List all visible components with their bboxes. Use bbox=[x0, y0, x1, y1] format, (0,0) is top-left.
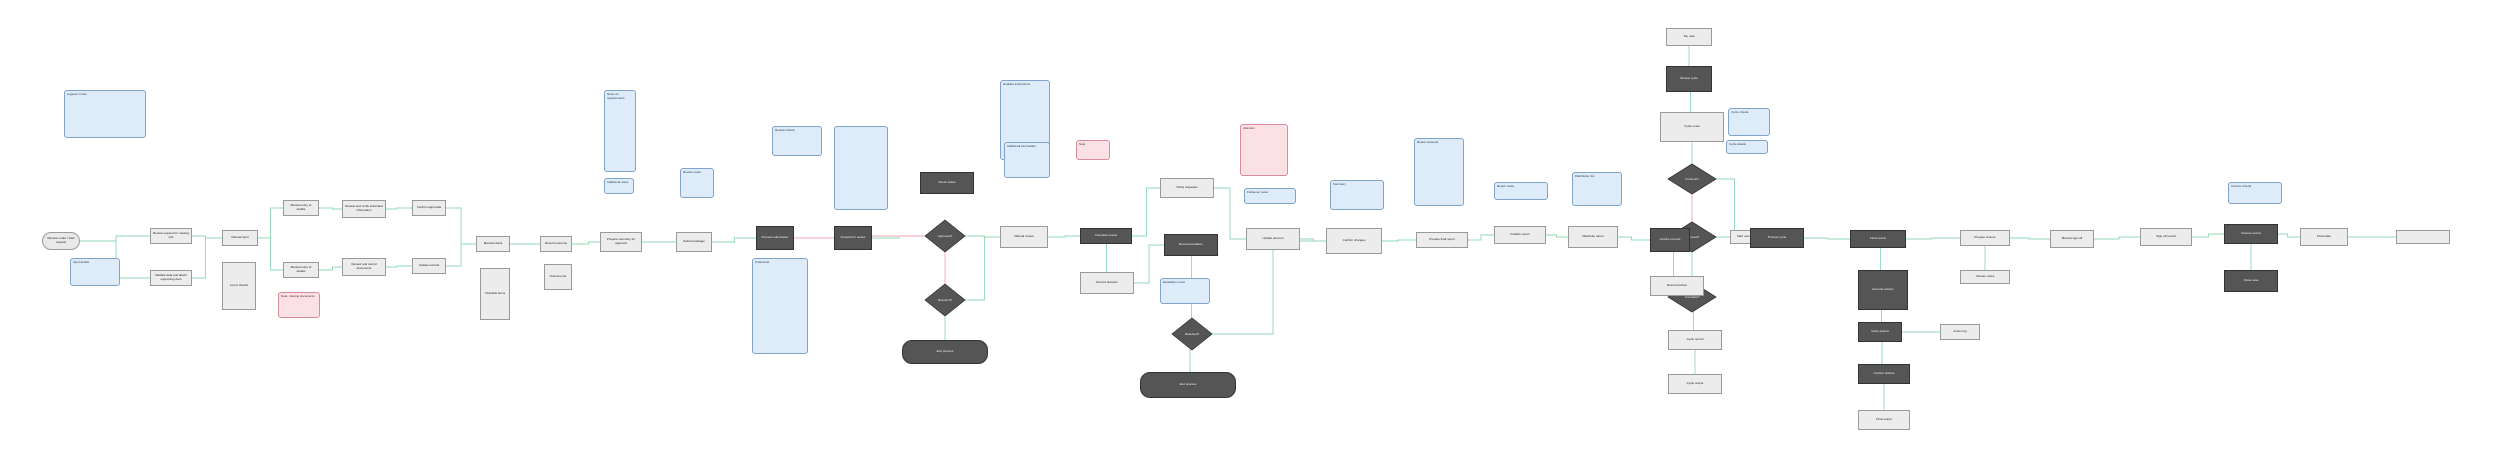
flow-node-p17[interactable]: Distribute report bbox=[1568, 226, 1618, 248]
flow-node-p25[interactable]: Prepare closure bbox=[1960, 230, 2010, 246]
flow-node-p1[interactable]: Review request for missing info bbox=[150, 228, 192, 244]
decision-node-dia4[interactable] bbox=[1667, 163, 1717, 195]
flow-node-pink2[interactable]: Note bbox=[1076, 140, 1110, 160]
flow-node-p26[interactable]: Closure notes bbox=[1960, 270, 2010, 284]
decision-label-dia2: Resubmit? bbox=[938, 298, 953, 302]
flow-node-p15[interactable]: Prepare final report bbox=[1416, 232, 1468, 248]
flow-node-dark12[interactable]: Confirm actions bbox=[1858, 364, 1910, 384]
flow-node-dark6[interactable]: Archive records bbox=[1650, 228, 1690, 252]
flow-node-blue10[interactable]: Summary bbox=[1330, 180, 1384, 210]
flow-node-p18[interactable]: Record archive bbox=[1650, 276, 1704, 296]
flow-edge bbox=[694, 237, 775, 243]
flow-node-dark4[interactable]: Complete review bbox=[1080, 228, 1132, 244]
flow-node-p9[interactable]: Submit package bbox=[676, 232, 712, 252]
flow-node-dark7[interactable]: Review cycle bbox=[1666, 66, 1712, 92]
flow-node-p8[interactable]: Prepare summary for approval bbox=[600, 232, 642, 252]
flow-node-dark10[interactable]: Execute actions bbox=[1858, 270, 1908, 310]
flow-node-blue5[interactable]: Criteria list bbox=[752, 258, 808, 354]
flow-node-p27[interactable]: Sign-off record bbox=[2140, 228, 2192, 246]
flow-node-p23[interactable]: Action log bbox=[1940, 324, 1980, 340]
flow-node-list2[interactable]: Checklist items bbox=[480, 268, 510, 320]
flow-node-p21[interactable]: Cycle record bbox=[1668, 330, 1722, 350]
flow-node-note_a[interactable]: Input details bbox=[70, 258, 120, 286]
flow-node-dark14[interactable]: Close case bbox=[2224, 270, 2278, 292]
flow-node-top1[interactable]: Top note bbox=[1666, 28, 1712, 46]
flow-node-p24[interactable]: Final output bbox=[1858, 410, 1910, 430]
decision-label-dia5: Approved? bbox=[1685, 235, 1700, 239]
decision-label-dia6: Complete? bbox=[1685, 295, 1700, 299]
flow-node-dark2[interactable]: Forward for review bbox=[834, 226, 872, 250]
flow-node-p14[interactable]: Confirm changes bbox=[1326, 228, 1382, 254]
flow-node-m3[interactable]: Manual entry of details bbox=[283, 262, 319, 278]
flow-node-m4[interactable]: Manual check bbox=[476, 236, 510, 252]
flow-node-m1[interactable]: Manual input bbox=[222, 230, 258, 246]
flow-node-p4[interactable]: Review and record documents bbox=[342, 258, 386, 276]
flow-node-m2[interactable]: Manual entry of details bbox=[283, 200, 319, 216]
flow-node-blue7[interactable]: Additional information bbox=[1004, 142, 1050, 178]
flow-node-p16[interactable]: Finalize report bbox=[1494, 226, 1546, 244]
flow-node-p5[interactable]: Confirm approvals bbox=[412, 200, 446, 216]
flow-node-blue12[interactable]: Report notes bbox=[1494, 182, 1548, 200]
flow-node-dark13[interactable]: Closure review bbox=[2224, 224, 2278, 244]
flow-node-blue16[interactable]: Closure criteria bbox=[2228, 182, 2282, 204]
flow-node-end1[interactable]: End process bbox=[902, 340, 988, 364]
flow-node-start[interactable]: Receive order / start request bbox=[42, 232, 80, 250]
flow-node-blue2[interactable]: Additional notes bbox=[604, 178, 634, 194]
flow-edges bbox=[61, 37, 2423, 420]
flow-node-p28[interactable]: Final state bbox=[2300, 228, 2348, 246]
decision-label-dia3: Resolved? bbox=[1185, 332, 1200, 336]
flow-node-p2[interactable]: Validate data and attach supporting docs bbox=[150, 270, 192, 286]
decision-label-dia1: Approved? bbox=[938, 234, 953, 238]
flow-node-blue14[interactable]: Cycle criteria bbox=[1728, 108, 1770, 136]
flow-node-blue13[interactable]: Distribution list bbox=[1572, 172, 1622, 206]
decision-node-dia3[interactable] bbox=[1171, 317, 1213, 351]
flow-node-blue9[interactable]: Follow-up notes bbox=[1244, 188, 1296, 204]
flow-node-dark8[interactable]: Process cycle bbox=[1750, 228, 1804, 248]
decision-node-dia2[interactable] bbox=[924, 283, 966, 317]
flow-node-end2[interactable]: End process bbox=[1140, 372, 1236, 398]
flow-node-pink1[interactable]: Note: missing documents bbox=[278, 292, 320, 318]
flow-node-p11[interactable]: Notify requester bbox=[1160, 178, 1214, 198]
flow-node-m5[interactable]: Manual review bbox=[1000, 226, 1048, 248]
flow-node-p10[interactable]: Record decision bbox=[1080, 272, 1134, 294]
flow-node-blue3[interactable]: Review notes bbox=[680, 168, 714, 198]
flow-node-dark9[interactable]: Final review bbox=[1850, 230, 1906, 248]
flow-node-p29[interactable] bbox=[2396, 230, 2450, 244]
flow-node-p22[interactable]: Cycle output bbox=[1668, 374, 1722, 394]
flow-node-legend[interactable]: Legend / notes bbox=[64, 90, 146, 138]
flow-node-blue11[interactable]: Report contents bbox=[1414, 138, 1464, 206]
flow-node-p6[interactable]: Update records bbox=[412, 258, 446, 274]
flow-node-pink3[interactable]: Attention bbox=[1240, 124, 1288, 176]
flow-node-p20[interactable]: Cycle notes bbox=[1660, 112, 1724, 142]
flow-node-p7[interactable]: Record outcome bbox=[540, 236, 572, 252]
flow-node-blue1[interactable]: Notes on requirements bbox=[604, 90, 636, 172]
flow-node-blue8[interactable]: Escalation notes bbox=[1160, 278, 1210, 304]
flow-node-p13[interactable]: Update account bbox=[1246, 228, 1300, 250]
flow-node-blue4b[interactable] bbox=[834, 126, 888, 210]
flow-node-m6[interactable]: Manual sign-off bbox=[2050, 230, 2094, 248]
decision-label-dia4: Continue? bbox=[1685, 177, 1699, 181]
flow-node-blue4[interactable]: Review criteria bbox=[772, 126, 822, 156]
flow-node-p3[interactable]: Review and verify submitted information bbox=[342, 200, 386, 218]
flow-node-dark11[interactable]: Verify actions bbox=[1858, 322, 1902, 342]
flow-node-blue15[interactable]: Cycle details bbox=[1726, 140, 1768, 154]
flow-node-d_list[interactable]: List of checks bbox=[222, 262, 256, 310]
flow-node-dark1[interactable]: Process submission bbox=[756, 226, 794, 250]
flow-node-list3[interactable]: Outcome list bbox=[544, 264, 572, 290]
flow-node-dark3[interactable]: Check status bbox=[920, 172, 974, 194]
decision-node-dia1[interactable] bbox=[924, 219, 966, 253]
flow-node-p12[interactable]: Record escalation bbox=[1164, 234, 1218, 256]
